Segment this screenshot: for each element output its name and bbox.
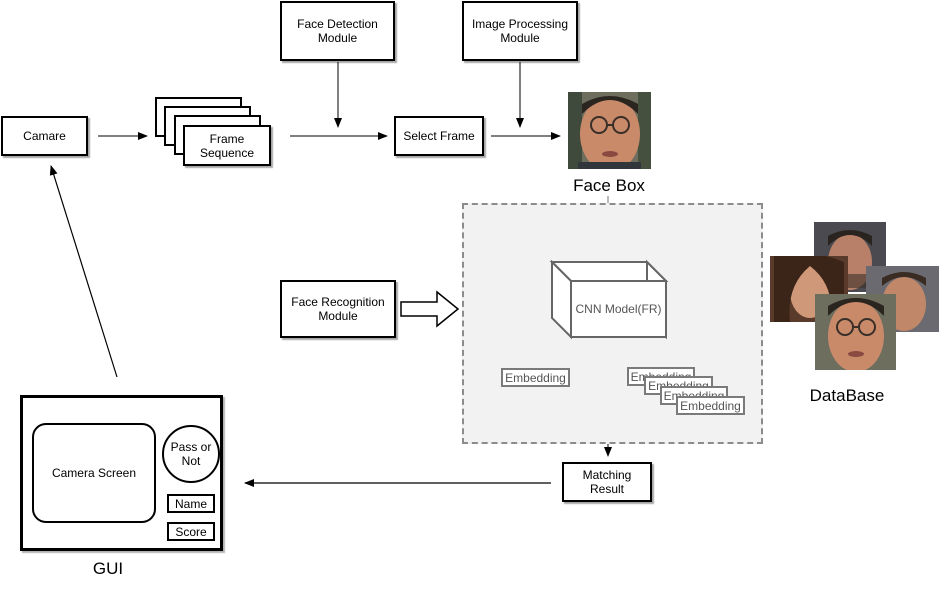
camera-screen-label: Camera Screen [51, 466, 137, 480]
embedding-stack-4: Embedding [676, 396, 745, 415]
embedding-single: Embedding [501, 368, 570, 387]
frame-sequence-line-1: Frame [209, 131, 245, 146]
camera-screen: Camera Screen [32, 423, 156, 523]
matching-result-node: Matching Result [562, 462, 652, 502]
camera-node: Camare [1, 116, 88, 156]
frame-sequence-node: Frame Sequence [183, 125, 271, 166]
frame-sequence-line-2: Sequence [199, 145, 255, 160]
pass-or-not-indicator: Pass or Not [162, 425, 220, 483]
face-photo-icon [568, 92, 651, 169]
pass-line-1: Pass or [170, 440, 212, 454]
face-detection-line-1: Face Detection [297, 17, 378, 31]
face-recognition-line-2: Module [318, 309, 358, 323]
face-detection-line-2: Module [317, 31, 358, 45]
face-recognition-node: Face Recognition Module [280, 280, 396, 338]
image-processing-node: Image Processing Module [462, 1, 578, 61]
face-box-label: Face Box [573, 176, 645, 195]
face-recognition-line-1: Face Recognition [291, 295, 385, 309]
select-frame-label: Select Frame [403, 129, 475, 143]
select-frame-node: Select Frame [394, 116, 484, 156]
block-arrow-recognition [400, 290, 460, 328]
database-label: DataBase [809, 386, 885, 405]
image-processing-line-2: Module [500, 31, 540, 45]
matching-result-label: Matching Result [582, 468, 632, 496]
gui-window: Camera Screen Pass or Not Name Score [20, 395, 223, 551]
database-face-4 [815, 294, 896, 370]
score-field: Score [167, 522, 215, 541]
cnn-model-label: CNN Model(FR) [575, 302, 662, 316]
name-field: Name [167, 494, 215, 513]
camera-label: Camare [23, 129, 66, 143]
image-processing-line-1: Image Processing [471, 17, 569, 31]
arrow-gui-to-camera [49, 165, 118, 378]
database-face-2 [770, 256, 848, 322]
face-detection-node: Face Detection Module [280, 1, 395, 61]
gui-label: GUI [92, 559, 124, 578]
pass-line-2: Not [181, 454, 201, 468]
